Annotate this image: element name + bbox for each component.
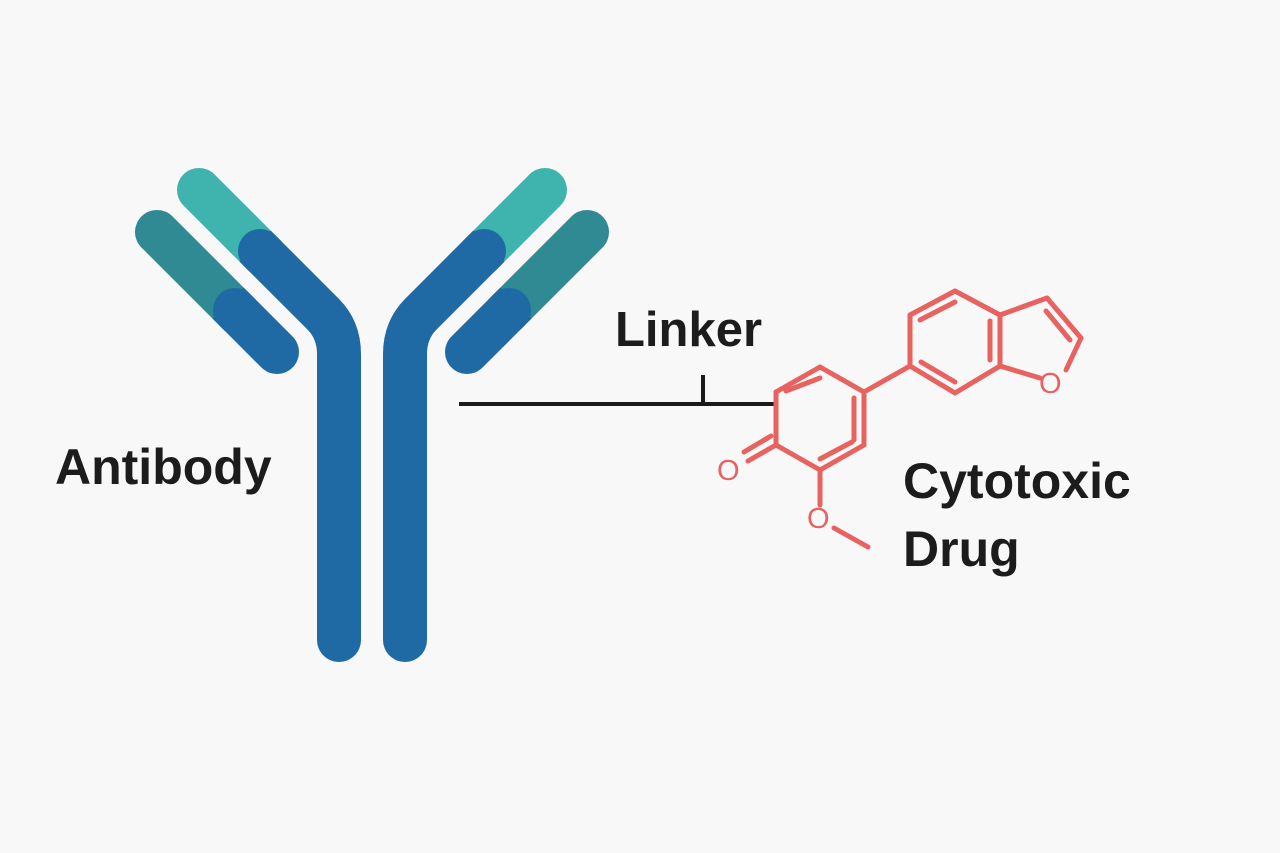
drug-biaryl-bond xyxy=(861,363,913,395)
antibody-left-heavy-chain xyxy=(177,168,361,662)
furan-oxygen-atom: O xyxy=(1039,368,1062,400)
drug-benzofuran-benzene-ring xyxy=(907,288,1003,396)
carbonyl-oxygen-atom: O xyxy=(717,455,740,487)
antibody xyxy=(135,168,609,662)
cytotoxic-drug-label-line1: Cytotoxic xyxy=(903,453,1131,509)
antibody-left-light-chain xyxy=(135,210,299,374)
drug-carbonyl-bond xyxy=(741,433,779,464)
antibody-label: Antibody xyxy=(55,439,272,495)
linker xyxy=(459,375,776,406)
drug-benzofuran-furan-ring xyxy=(997,295,1084,381)
cytotoxic-drug-molecule xyxy=(741,288,1084,550)
drug-quinone-ring xyxy=(773,364,867,473)
drug-methoxy-bonds xyxy=(817,467,871,550)
antibody-right-heavy-chain xyxy=(383,168,567,662)
antibody-right-light-chain xyxy=(445,210,609,374)
methoxy-oxygen-atom: O xyxy=(807,503,830,535)
cytotoxic-drug-label-line2: Drug xyxy=(903,521,1020,577)
linker-label: Linker xyxy=(615,303,763,357)
